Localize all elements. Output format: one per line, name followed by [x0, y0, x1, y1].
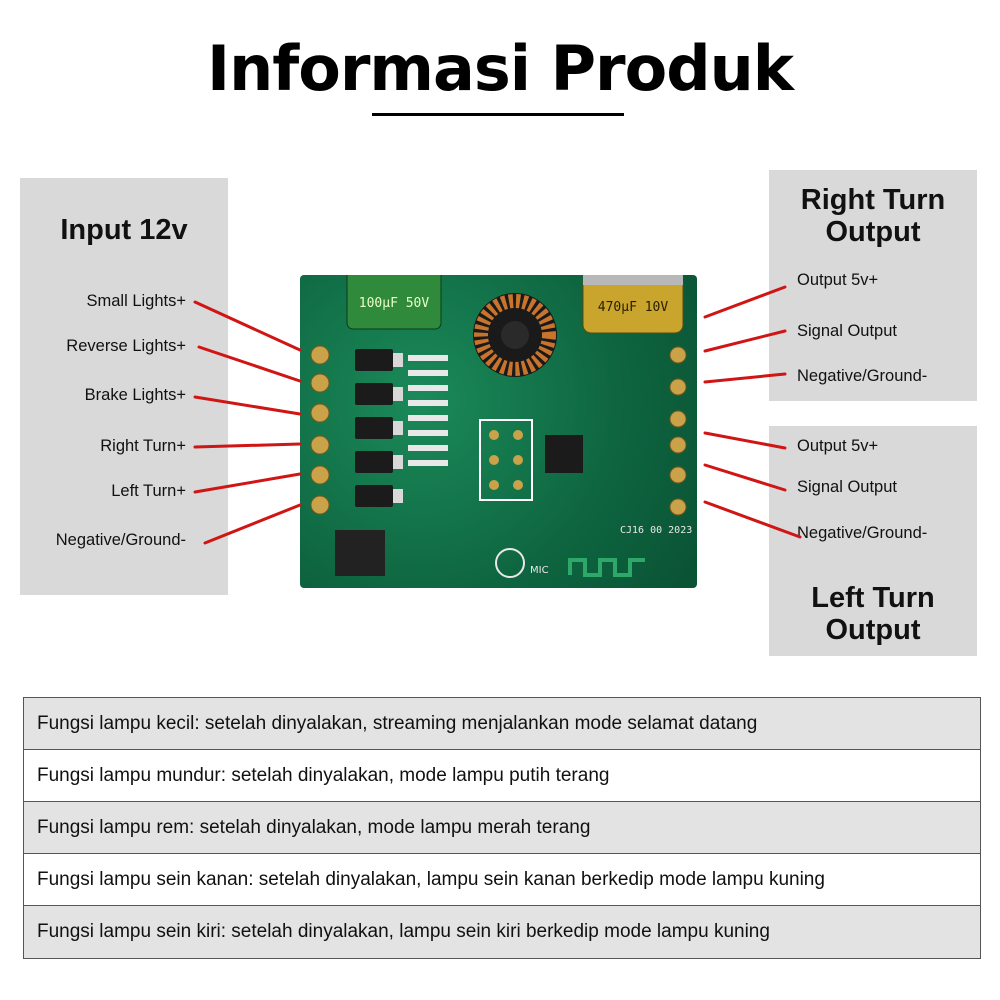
left-turn-pin-label: Output 5v+ [797, 437, 879, 455]
input-pin-label: Right Turn+ [100, 437, 186, 455]
input-pin-label: Small Lights+ [86, 292, 186, 310]
mic-label: MIC [530, 565, 549, 576]
description-table: Fungsi lampu kecil: setelah dinyalakan, … [23, 697, 981, 959]
input-pin-label: Reverse Lights+ [66, 337, 186, 355]
pcb-antenna [568, 558, 645, 577]
right-pin-pads [669, 346, 687, 516]
table-row: Fungsi lampu kecil: setelah dinyalakan, … [24, 698, 980, 750]
right-turn-pin-label: Negative/Ground- [797, 367, 928, 385]
left-turn-pin-label: Negative/Ground- [797, 524, 928, 542]
table-row: Fungsi lampu sein kanan: setelah dinyala… [24, 854, 980, 906]
left-pin-pads [310, 345, 330, 515]
capacitor1-label: 100µF 50V [359, 296, 430, 311]
title-underline [372, 113, 624, 116]
input-panel-heading: Input 12v [60, 214, 188, 246]
left-turn-pin-label: Signal Output [797, 478, 897, 496]
inductor-center [501, 321, 529, 349]
right-turn-heading: Right Turn Output [800, 184, 946, 248]
date-code: CJ16 00 2023 12 27 [620, 525, 697, 536]
input-pin-label: Brake Lights+ [84, 386, 186, 404]
diode-terminals [393, 353, 403, 503]
table-row: Fungsi lampu mundur: setelah dinyalakan,… [24, 750, 980, 802]
resistor-grid [408, 355, 448, 466]
inductor-coil [474, 294, 556, 376]
right-turn-pin-label: Signal Output [797, 322, 897, 340]
left-turn-panel [769, 426, 977, 656]
page-title: Informasi Produk [207, 32, 794, 105]
right-turn-panel [769, 170, 977, 401]
left-turn-heading: Left Turn Output [811, 582, 935, 646]
microcontroller-chip [545, 435, 583, 473]
pcb-board-drawing: 100µF 50V 470µF 10V [310, 266, 728, 578]
capacitor2-label: 470µF 10V [598, 300, 669, 315]
table-row: Fungsi lampu sein kiri: setelah dinyalak… [24, 906, 980, 958]
voltage-regulator [335, 530, 385, 576]
mic-outline [495, 548, 525, 578]
pin-header [479, 419, 533, 501]
right-turn-pin-label: Output 5v+ [797, 271, 879, 289]
diode-array [355, 349, 393, 507]
table-row: Fungsi lampu rem: setelah dinyalakan, mo… [24, 802, 980, 854]
pcb-board-image: 100µF 50V 470µF 10V [300, 266, 728, 588]
capacitor2-top [583, 275, 683, 285]
input-pin-label: Negative/Ground- [55, 531, 186, 549]
input-pin-label: Left Turn+ [111, 482, 186, 500]
input-panel [20, 178, 228, 595]
